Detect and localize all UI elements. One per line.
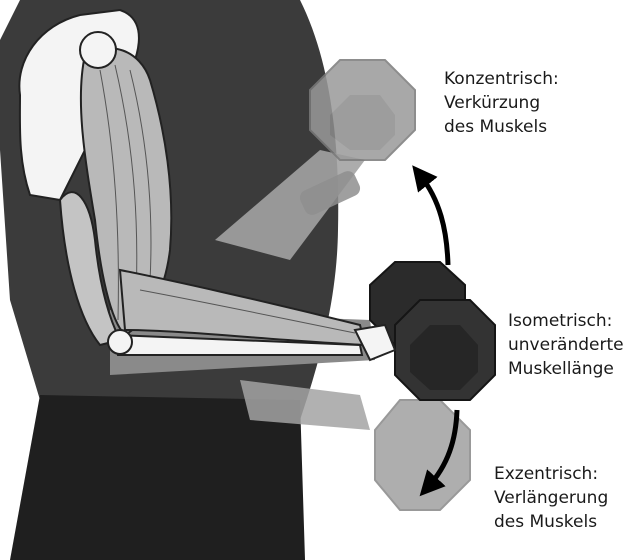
label-isometric-line1: Isometrisch: (508, 309, 624, 333)
label-eccentric-line1: Exzentrisch: (494, 462, 608, 486)
label-concentric-line3: des Muskels (444, 115, 559, 139)
label-eccentric-line3: des Muskels (494, 510, 608, 534)
label-eccentric-line2: Verlängerung (494, 486, 608, 510)
label-isometric-line2: unveränderte (508, 333, 624, 357)
label-concentric-line2: Verkürzung (444, 91, 559, 115)
label-eccentric: Exzentrisch: Verlängerung des Muskels (494, 462, 608, 534)
label-isometric-line3: Muskellänge (508, 357, 624, 381)
label-isometric: Isometrisch: unveränderte Muskellänge (508, 309, 624, 381)
curved-arrow-up-icon (420, 175, 448, 265)
label-concentric: Konzentrisch: Verkürzung des Muskels (444, 67, 559, 139)
label-concentric-line1: Konzentrisch: (444, 67, 559, 91)
dumbbell-current (370, 262, 495, 400)
